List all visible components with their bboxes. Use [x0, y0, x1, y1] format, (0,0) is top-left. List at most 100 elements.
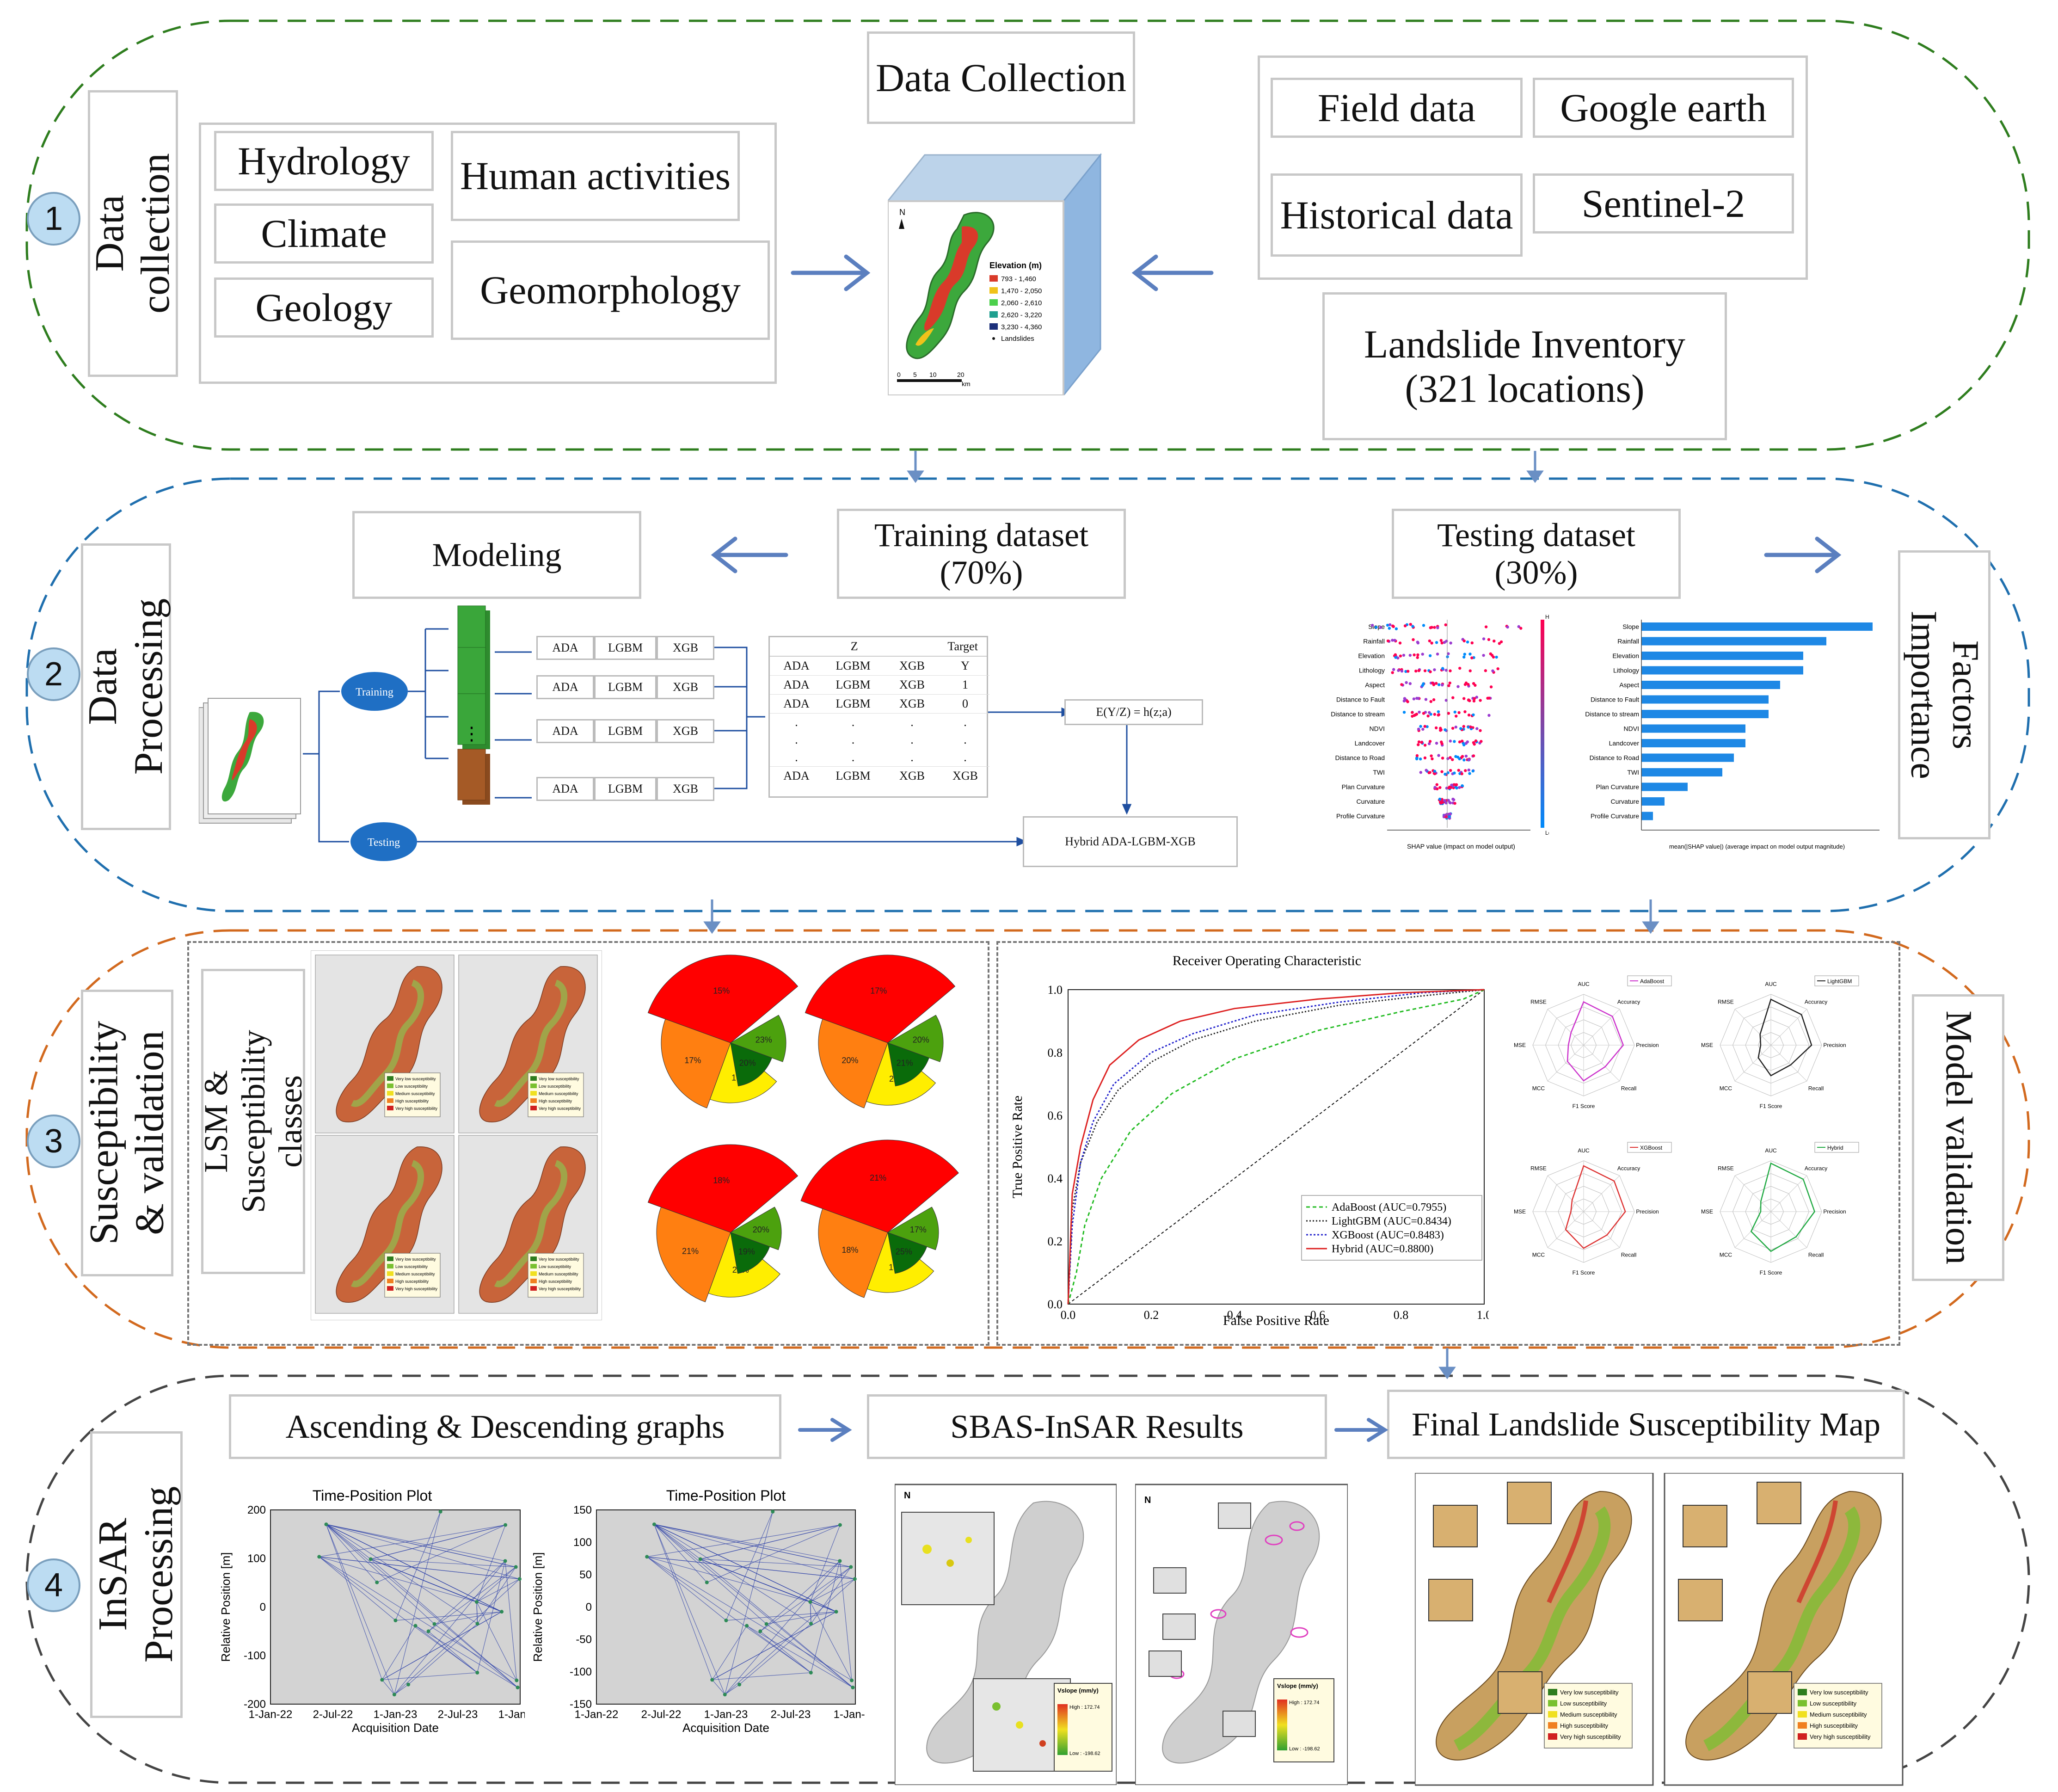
pie-slice-label: 17%	[910, 1225, 927, 1234]
radar-axis-label: AUC	[1765, 1147, 1777, 1154]
acquisition-point	[438, 1509, 442, 1514]
plot-y-tick: -150	[570, 1698, 592, 1711]
shap-point	[1417, 697, 1420, 700]
shap-point	[1467, 768, 1470, 772]
radar-axis-label: MSE	[1514, 1042, 1526, 1048]
shap-point	[1417, 740, 1421, 744]
acquisition-point	[504, 1523, 508, 1527]
stage1-arrows	[791, 254, 1214, 291]
shap-point	[1427, 742, 1431, 745]
baseline-link	[647, 1556, 855, 1580]
radar-axis-label: AUC	[1578, 1147, 1590, 1154]
baseline-link	[746, 1625, 853, 1688]
radar-legend-box	[1814, 1142, 1859, 1153]
baseline-link	[766, 1611, 836, 1625]
acquisition-point	[369, 1557, 373, 1561]
shap-point	[1455, 786, 1458, 790]
shap-point	[1431, 681, 1434, 685]
label-line: InSAR	[91, 1518, 136, 1632]
baseline-link	[654, 1524, 855, 1580]
final-legend-swatch	[1798, 1733, 1807, 1740]
shap-bar-label: Rainfall	[1617, 638, 1639, 645]
shap-point	[1443, 799, 1446, 802]
final-legend-label: Low susceptibility	[1810, 1700, 1857, 1707]
final-inset	[1507, 1482, 1552, 1524]
shap-point	[1429, 700, 1432, 703]
model-lgbm: LGBM	[594, 636, 657, 660]
lsm-legend-swatch	[387, 1271, 393, 1276]
lsm-legend-label: Very low susceptibility	[395, 1077, 436, 1081]
lsm-panel	[187, 941, 989, 1346]
final-high-zone	[1796, 1500, 1838, 1603]
table-cell: Y	[941, 657, 989, 676]
shap-point	[1419, 757, 1422, 761]
roc-legend-box	[1301, 1195, 1482, 1261]
model-lgbm: LGBM	[594, 675, 657, 699]
shap-point	[1394, 653, 1397, 656]
lsm-legend-swatch	[387, 1076, 393, 1081]
step-number: 4	[44, 1567, 63, 1604]
roc-x-tick: 0.6	[1310, 1308, 1326, 1322]
shap-bar-label: Aspect	[1619, 681, 1639, 689]
shap-point	[1458, 757, 1461, 761]
radar-axis-label: Recall	[1621, 1085, 1636, 1091]
training-subsets: ⋮	[457, 605, 490, 805]
shap-point	[1463, 710, 1467, 714]
final-inset	[1678, 1579, 1723, 1621]
acquisition-point	[392, 1693, 396, 1697]
radar-series	[1750, 1162, 1815, 1252]
shap-point	[1482, 637, 1486, 640]
shap-point	[1445, 813, 1449, 816]
final-legend-swatch	[1798, 1689, 1807, 1695]
hybrid-flow-diagram: Training Testing ⋮	[199, 605, 1027, 861]
shap-point	[1472, 754, 1475, 757]
shap-point	[1402, 699, 1406, 702]
table-cell: .	[795, 715, 798, 729]
lsm-legend-swatch	[387, 1256, 393, 1261]
pie-slice	[661, 1019, 731, 1108]
acquisition-point	[432, 1622, 436, 1626]
baseline-link	[700, 1559, 853, 1688]
radar-axis	[1583, 1211, 1620, 1248]
plot-x-tick: 1-Jan-23	[704, 1708, 748, 1721]
baseline-link	[394, 1684, 409, 1695]
baseline-link	[646, 1556, 811, 1673]
vslope-low: Low : -198.62	[1289, 1746, 1320, 1752]
model-xgb: XGB	[657, 777, 714, 801]
svg-text:N: N	[899, 208, 905, 217]
shap-point	[1487, 696, 1491, 700]
map-legend-item: 1,470 - 2,050	[1001, 287, 1042, 295]
validation-panel	[996, 941, 1900, 1346]
shap-bar-label: Landcover	[1609, 739, 1640, 747]
shap-point	[1400, 683, 1403, 686]
shap-point	[1437, 714, 1440, 717]
baseline-link	[810, 1525, 841, 1602]
hybrid-model-box: Hybrid ADA-LGBM-XGB	[1023, 816, 1238, 867]
vslope-title: Vslope (mm/y)	[1277, 1682, 1318, 1689]
shap-point	[1468, 758, 1471, 762]
factor-human-activities: Human activities	[451, 131, 740, 221]
shap-point	[1433, 786, 1437, 789]
baseline-link	[408, 1623, 478, 1685]
shap-feature-label: TWI	[1373, 769, 1385, 776]
lsm-legend-swatch	[530, 1286, 537, 1291]
roc-chart: Receiver Operating Characteristic 0.00.0…	[1010, 953, 1489, 1328]
lsm-study-area	[479, 1146, 586, 1303]
shap-point	[1423, 725, 1426, 728]
roc-y-tick: 0.2	[1048, 1235, 1063, 1248]
radar-axis-label: F1 Score	[1760, 1269, 1782, 1276]
radar-axis	[1770, 1211, 1807, 1248]
baseline-link	[326, 1524, 520, 1580]
shap-point	[1461, 784, 1464, 788]
radar-axis	[1770, 1175, 1807, 1212]
model-xgb: XGB	[657, 675, 714, 699]
shap-point	[1448, 681, 1451, 685]
final-legend-box	[1794, 1683, 1882, 1749]
pie-slice	[647, 955, 799, 1043]
shap-point	[1467, 683, 1470, 686]
shap-point	[1433, 626, 1436, 629]
shap-feature-label: NDVI	[1370, 725, 1385, 733]
pie-slice	[656, 1207, 731, 1302]
